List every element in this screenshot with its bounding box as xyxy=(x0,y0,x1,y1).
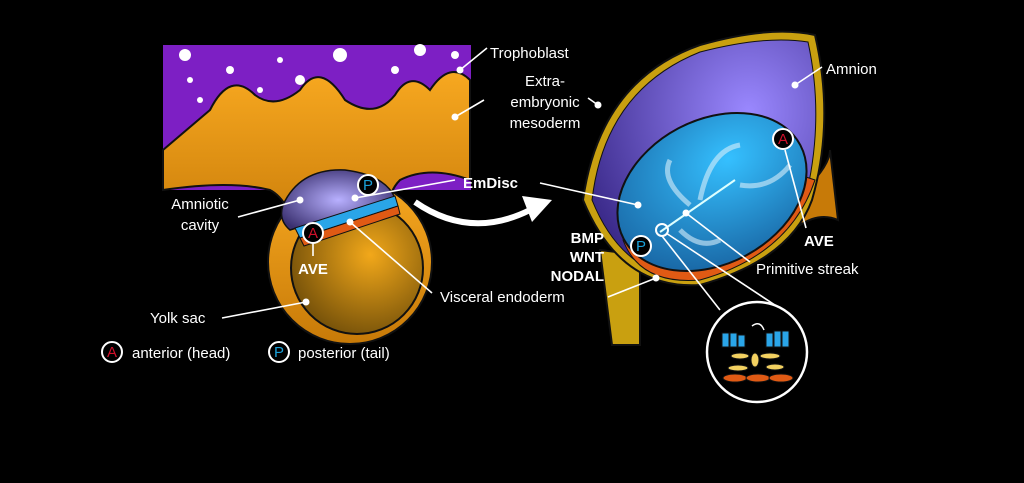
legend-posterior-icon xyxy=(268,341,290,363)
legend-anterior-icon xyxy=(101,341,123,363)
svg-text:A: A xyxy=(107,344,117,361)
right-embryo: A P xyxy=(581,30,840,404)
label-ave-left: AVE xyxy=(298,261,328,278)
label-wnt: WNT xyxy=(570,249,604,266)
label-visceral-endoderm: Visceral endoderm xyxy=(440,289,565,306)
svg-text:A: A xyxy=(778,131,788,148)
label-amniotic-2: cavity xyxy=(181,217,220,234)
label-emdisc: EmDisc xyxy=(463,175,518,192)
emdisc-epiblast xyxy=(616,111,808,273)
svg-text:P: P xyxy=(274,344,284,361)
label-amniotic-1: Amniotic xyxy=(171,196,229,213)
label-yolk-sac: Yolk sac xyxy=(150,310,206,327)
svg-text:P: P xyxy=(636,238,646,255)
left-embryo: P A xyxy=(162,44,471,345)
visceral-endoderm-left xyxy=(299,205,401,247)
label-primitive-streak: Primitive streak xyxy=(756,261,859,278)
transition-arrow xyxy=(413,199,532,227)
legend: A anterior (head) P posterior (tail) xyxy=(101,341,390,363)
leader-lines xyxy=(221,47,823,319)
gastrulation-inset xyxy=(705,300,809,404)
transition-arrowhead xyxy=(522,196,552,222)
legend-anterior-label: anterior (head) xyxy=(132,345,230,362)
label-bmp: BMP xyxy=(571,230,604,247)
cell-migration-arrows xyxy=(665,142,792,246)
anterior-marker-right: A xyxy=(772,128,794,150)
label-extraembryonic-3: mesoderm xyxy=(510,115,581,132)
label-nodal: NODAL xyxy=(551,268,604,285)
label-extraembryonic-2: embryonic xyxy=(510,94,580,111)
posterior-marker-right: P xyxy=(630,235,652,257)
anterior-marker-left: A xyxy=(302,222,324,244)
label-trophoblast: Trophoblast xyxy=(490,45,569,62)
legend-posterior-label: posterior (tail) xyxy=(298,345,390,362)
svg-text:A: A xyxy=(308,225,318,242)
label-extraembryonic-1: Extra- xyxy=(525,73,565,90)
svg-text:P: P xyxy=(363,177,373,194)
trophoblast-lacunae xyxy=(179,44,459,103)
posterior-marker-left: P xyxy=(357,174,379,196)
label-ave-right: AVE xyxy=(804,233,834,250)
primitive-streak xyxy=(659,179,736,233)
label-amnion: Amnion xyxy=(826,61,877,78)
